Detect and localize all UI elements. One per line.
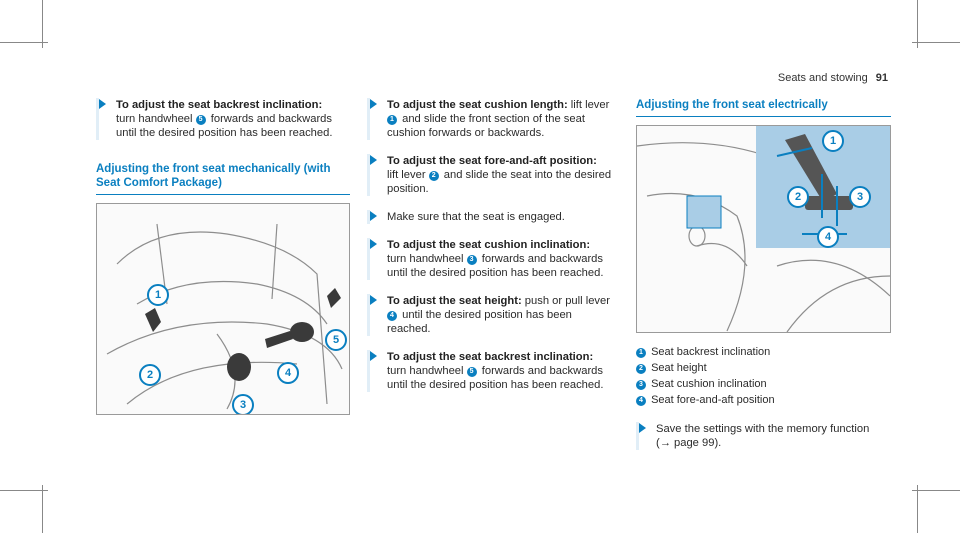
callout-number: 5: [195, 115, 206, 125]
door-panel-illustration: [637, 126, 890, 332]
figure-legend: 1 Seat backrest inclination 2 Seat heigh…: [636, 345, 891, 408]
legend-item: 1 Seat backrest inclination: [636, 345, 891, 360]
arrow-icon: [639, 423, 646, 433]
figure-callout: 5: [325, 329, 347, 351]
instruction-step: Make sure that the seat is engaged.: [367, 210, 617, 224]
seat-illustration: [106, 223, 343, 410]
section-title: Adjusting the front seat electrically: [636, 98, 891, 117]
crop-mark: [912, 42, 960, 43]
legend-item: 3 Seat cushion inclination: [636, 377, 891, 392]
crop-mark: [42, 0, 43, 48]
callout-number: 4: [387, 311, 397, 321]
arrow-icon: [370, 211, 377, 221]
crop-mark: [912, 490, 960, 491]
figure-callout: 3: [232, 394, 254, 414]
instruction-step: To adjust the seat cushion inclination: …: [367, 238, 617, 280]
figure-callout: 2: [787, 186, 809, 208]
figure-callout: 4: [277, 362, 299, 384]
arrow-icon: [370, 239, 377, 249]
figure-callout: 3: [849, 186, 871, 208]
seat-electric-figure: 1 2 3 4: [636, 125, 891, 333]
column-left: To adjust the seat backrest inclination:…: [96, 98, 350, 415]
legend-item: 4 Seat fore-and-aft position: [636, 393, 891, 408]
crop-mark: [917, 485, 918, 533]
memory-tip: Save the settings with the memory functi…: [636, 422, 891, 450]
instruction-step: To adjust the seat backrest inclination:…: [96, 98, 350, 140]
figure-callout: 2: [139, 364, 161, 386]
figure-callout: 1: [822, 130, 844, 152]
instruction-step: To adjust the seat backrest inclination:…: [367, 350, 617, 392]
figure-callout: 1: [147, 284, 169, 306]
seat-mechanical-figure: 1 2 3 4 5: [96, 203, 350, 415]
crop-mark: [917, 0, 918, 48]
crop-mark: [0, 490, 48, 491]
page-reference-link[interactable]: (→ page 99).: [656, 437, 722, 449]
crop-mark: [0, 42, 48, 43]
column-right: Adjusting the front seat electrically 1 …: [636, 98, 891, 464]
callout-number: 2: [428, 171, 439, 181]
instruction-step: To adjust the seat cushion length: lift …: [367, 98, 617, 140]
page-header: Seats and stowing 91: [778, 72, 888, 84]
figure-callout: 4: [817, 226, 839, 248]
legend-item: 2 Seat height: [636, 361, 891, 376]
callout-number: 5: [466, 367, 477, 377]
instruction-step: To adjust the seat fore-and-aft position…: [367, 154, 617, 196]
page-number: 91: [875, 72, 888, 84]
column-middle: To adjust the seat cushion length: lift …: [367, 98, 617, 406]
arrow-icon: [370, 351, 377, 361]
header-section: Seats and stowing: [777, 72, 868, 84]
arrow-icon: [370, 295, 377, 305]
arrow-icon: [370, 155, 377, 165]
crop-mark: [42, 485, 43, 533]
instruction-step: To adjust the seat height: push or pull …: [367, 294, 617, 336]
callout-number: 1: [387, 115, 397, 125]
section-title: Adjusting the front seat mechanically (w…: [96, 162, 350, 195]
arrow-icon: [99, 99, 106, 109]
arrow-icon: [370, 99, 377, 109]
callout-number: 3: [466, 255, 477, 265]
